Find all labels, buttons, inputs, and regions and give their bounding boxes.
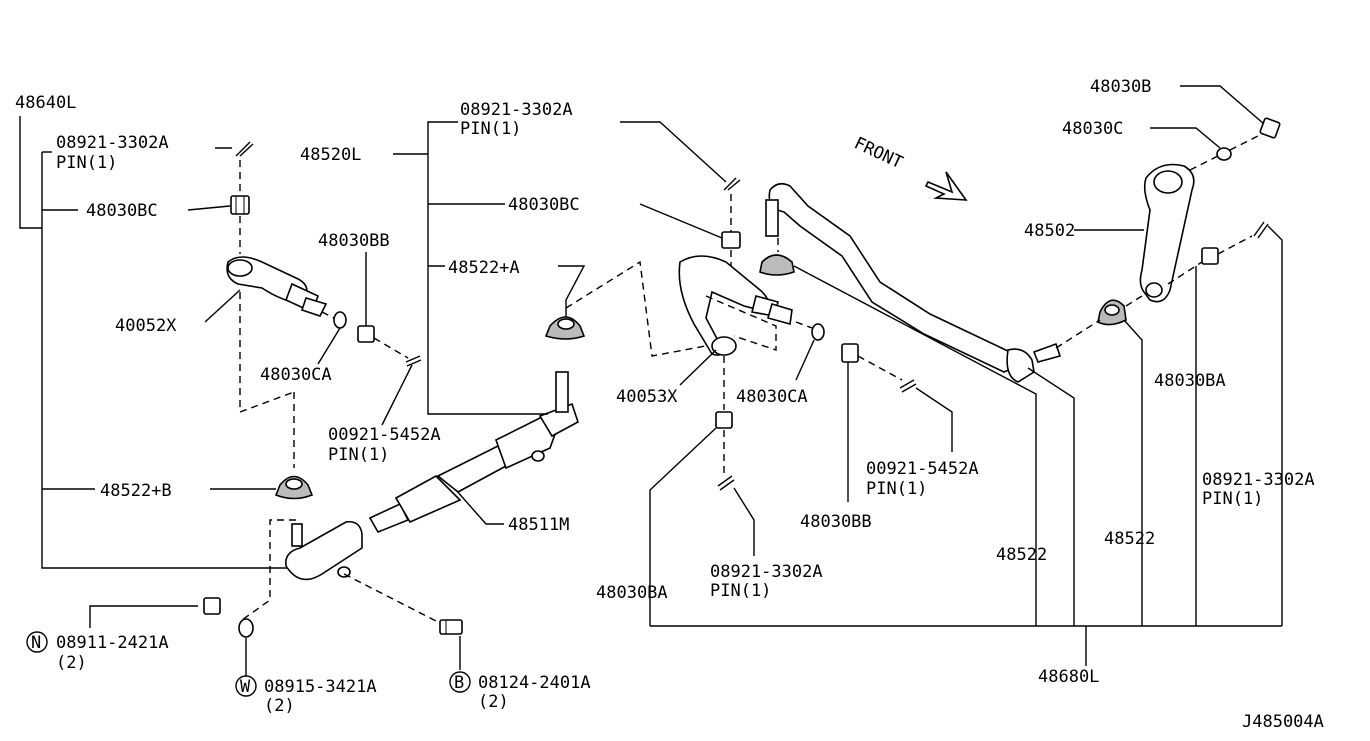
nut-icon [357,325,375,343]
idler-arm-40052X-icon [226,256,328,317]
circle-b-icon: B [449,671,471,693]
washer-icon [1216,147,1232,161]
front-label: FRONT [851,133,906,173]
svg-text:W: W [240,677,251,697]
cotter-pin-icon [405,355,422,367]
label-40052X: 40052X [115,316,177,336]
cotter-pin-icon [899,379,917,393]
knuckle-arm-40053X-icon [678,255,793,356]
relay-rod-icon [765,182,1062,383]
label-48522A: 48522+A [448,258,520,278]
label-00921-5452A-left: 00921-5452A [328,425,441,445]
label-48030BA-mid: 48030BA [596,583,668,603]
label-08915-3421A: 08915-3421A [264,677,377,697]
label-pin-d: PIN(1) [866,479,927,499]
washer-icon [333,311,347,329]
cotter-pin-icon [723,177,741,191]
group-48520L: 48520L 08921-3302A PIN(1) 48030BC 48522+… [300,100,979,626]
svg-text:B: B [454,673,464,693]
washer-08915-icon [238,618,254,638]
boot-icon [1097,299,1127,326]
label-48640L: 48640L [15,93,76,113]
label-48030BC-mid: 48030BC [508,195,580,215]
label-40053X: 40053X [616,387,678,407]
label-pin-f: PIN(1) [1202,489,1263,509]
label-48030BB-mid: 48030BB [800,512,872,532]
circle-n-icon: N [26,631,48,653]
label-pin-left: PIN(1) [56,153,117,173]
group-48680L: FRONT 48502 48030B 48030C [650,77,1315,687]
label-48522-a: 48522 [996,545,1047,565]
group-48640L: 48640L 08921-3302A PIN(1) 48030BC 40052X [15,93,441,569]
label-qty-n: (2) [56,653,87,673]
castle-nut-icon [230,195,250,215]
label-48030CA-left: 48030CA [260,365,332,385]
label-08921-3302A-bottom: 08921-3302A [710,562,823,582]
label-08921-3302A-mid: 08921-3302A [460,100,573,120]
label-pin-c: PIN(1) [460,119,521,139]
castle-nut-icon [721,231,741,249]
label-pin-b: PIN(1) [328,445,389,465]
label-48520L: 48520L [300,145,361,165]
label-48502: 48502 [1024,221,1075,241]
label-48030BB-left: 48030BB [318,231,390,251]
label-48030BA-right: 48030BA [1154,371,1226,391]
svg-text:N: N [31,633,41,653]
front-arrow-icon [924,171,968,201]
label-pin-e: PIN(1) [710,581,771,601]
label-48030C: 48030C [1062,119,1123,139]
washer-icon [811,323,825,341]
label-48030BC-left: 48030BC [86,201,158,221]
tie-rod-48511M-icon [284,371,579,581]
label-qty-w: (2) [264,696,295,716]
pitman-arm-48502-icon [1139,163,1195,303]
dust-boot-48522A-icon [544,316,586,340]
cotter-pin-icon [1253,221,1269,239]
label-08921-3302A-left: 08921-3302A [56,133,169,153]
label-08921-3302A-right: 08921-3302A [1202,470,1315,490]
label-48522B: 48522+B [100,481,172,501]
nut-icon [841,343,859,363]
label-08124-2401A: 08124-2401A [478,673,591,693]
bolt-08124-icon [439,619,463,635]
nut-08911-icon [203,597,221,615]
boot-icon [759,254,795,276]
label-48511M: 48511M [508,515,569,535]
dust-boot-48522B-icon [274,475,314,500]
label-48030B: 48030B [1090,77,1151,97]
label-48522-b: 48522 [1104,529,1155,549]
label-48030CA-mid: 48030CA [736,387,808,407]
label-qty-b: (2) [478,692,509,712]
circle-w-icon: W [235,675,257,697]
nut-icon [1201,247,1219,265]
label-08911-2421A: 08911-2421A [56,633,169,653]
cotter-pin-icon [717,475,735,491]
diagram-code: J485004A [1242,712,1324,732]
cotter-pin-icon [235,141,254,157]
nut-icon [1259,117,1281,139]
nut-icon [715,411,733,429]
label-48680L: 48680L [1038,667,1099,687]
label-00921-5452A-mid: 00921-5452A [866,459,979,479]
